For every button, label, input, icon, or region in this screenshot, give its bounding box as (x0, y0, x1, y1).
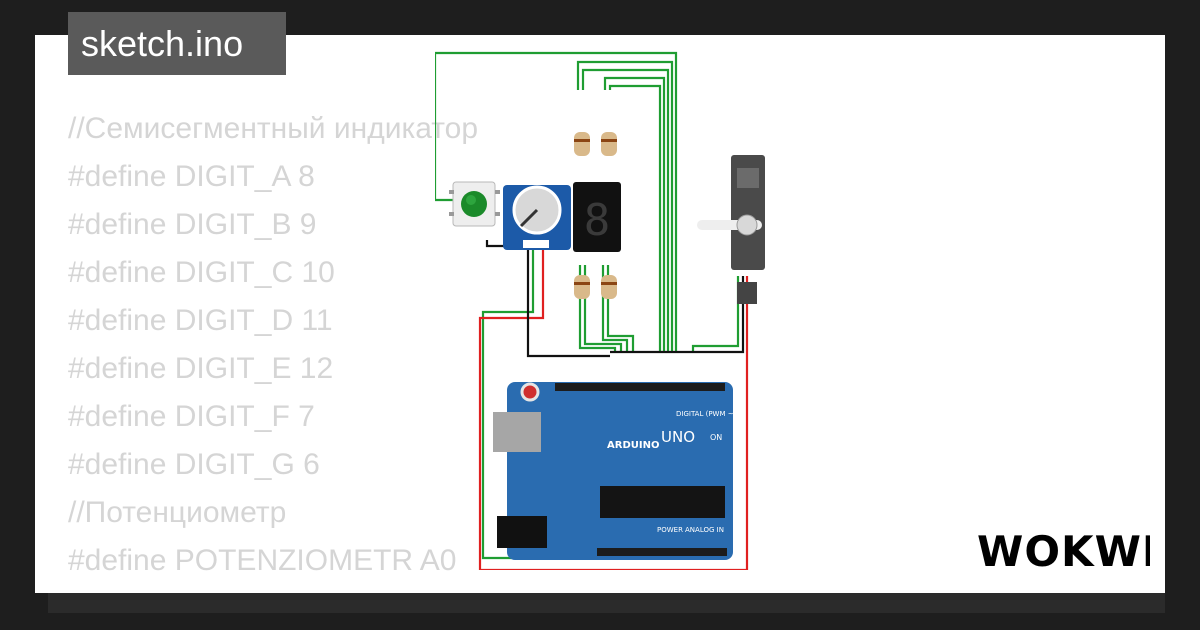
board-name: ARDUINO (607, 440, 659, 451)
circuit-diagram: 8 DIGITAL (PWM ~) ARDUINO UNO POWER ANAL… (435, 51, 765, 570)
wokwi-logo-text: WOKWI (977, 528, 1150, 576)
code-line: //Семисегментный индикатор (68, 112, 479, 145)
resistors (574, 132, 617, 299)
resistor (574, 275, 590, 299)
board-model: UNO (661, 428, 695, 446)
code-preview: //Семисегментный индикатор #define DIGIT_… (68, 105, 478, 585)
wire-green (691, 276, 740, 353)
analog-label: ANALOG IN (685, 526, 724, 534)
wire-green (583, 265, 623, 353)
wire-red (478, 242, 749, 570)
potentiometer[interactable] (503, 185, 571, 250)
digital-label: DIGITAL (PWM ~) (676, 410, 737, 418)
wire-green (606, 265, 635, 353)
seven-segment-display: 8 (573, 182, 621, 252)
on-label: ON (710, 433, 722, 442)
resistor (601, 132, 617, 156)
wire-green (601, 265, 629, 353)
file-tab[interactable]: sketch.ino (68, 12, 286, 75)
wire-black (485, 240, 610, 358)
wire-green (608, 84, 662, 353)
file-tab-title: sketch.ino (81, 23, 244, 64)
wire-green (578, 265, 617, 353)
arduino-uno-board: DIGITAL (PWM ~) ARDUINO UNO POWER ANALOG… (493, 382, 737, 560)
code-line: //Потенциометр (68, 496, 287, 529)
card-shadow (48, 593, 1165, 613)
code-line: #define DIGIT_D 11 (68, 304, 333, 337)
pushbutton[interactable] (449, 181, 500, 227)
display-digit: 8 (584, 195, 611, 246)
preview-card: //Семисегментный индикатор #define DIGIT_… (35, 35, 1165, 593)
wire-green (581, 68, 670, 353)
code-line: #define DIGIT_B 9 (68, 208, 317, 241)
resistor (601, 275, 617, 299)
wire-green (576, 60, 674, 353)
code-line: #define POTENZIOMETR A0 (68, 544, 457, 577)
power-label: POWER (657, 526, 683, 534)
servo-motor (697, 155, 765, 304)
resistor (574, 132, 590, 156)
wire-green (603, 76, 666, 353)
code-line: #define DIGIT_F 7 (68, 400, 315, 433)
wire-green (435, 51, 678, 353)
code-line: #define DIGIT_A 8 (68, 160, 315, 193)
code-line: #define DIGIT_E 12 (68, 352, 334, 385)
code-line: #define DIGIT_C 10 (68, 256, 335, 289)
wokwi-logo[interactable]: WOKWI (975, 528, 1150, 578)
code-line: #define DIGIT_G 6 (68, 448, 320, 481)
